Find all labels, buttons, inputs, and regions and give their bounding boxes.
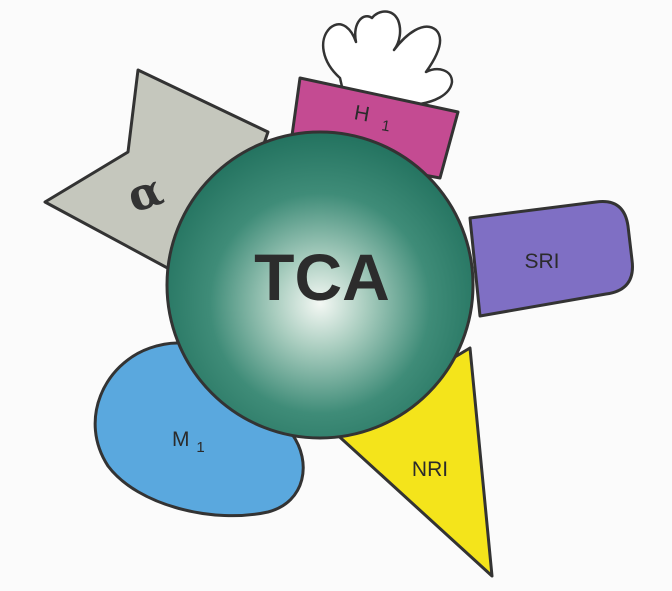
h1-label-main: H (352, 101, 371, 126)
h1-label: H 1 (352, 101, 394, 135)
m1-label-main: M (172, 428, 190, 451)
nri-label: NRI (412, 458, 448, 481)
m1-label: M 1 (172, 428, 205, 456)
hand-icon (321, 10, 454, 112)
tca-sphere (165, 130, 475, 440)
h1-label-sub: 1 (380, 117, 391, 135)
sri-label: SRI (524, 250, 559, 273)
tca-label: TCA (254, 240, 390, 314)
sri-receptor-shape (468, 200, 634, 318)
m1-label-sub: 1 (196, 439, 204, 456)
